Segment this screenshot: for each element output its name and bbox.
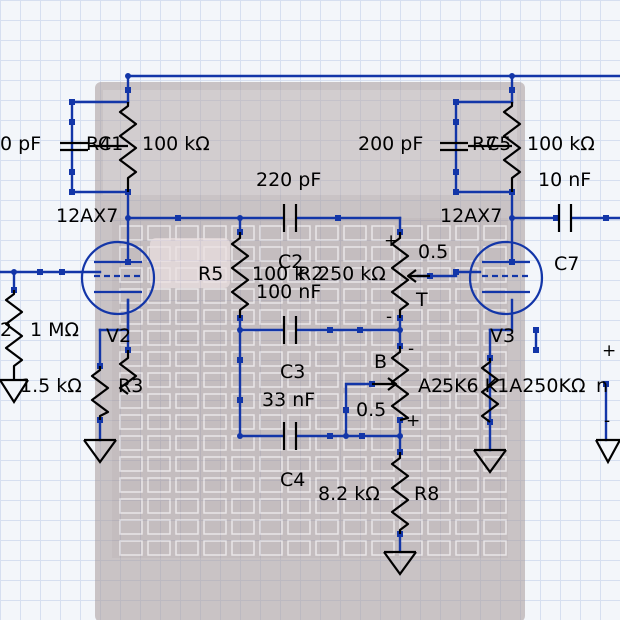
wire-handle[interactable] — [237, 357, 243, 363]
wire-handle[interactable] — [327, 433, 333, 439]
wire-handle[interactable] — [453, 269, 459, 275]
right-plus-label: + — [602, 341, 616, 361]
r5-value-label: 100 k — [252, 263, 305, 285]
r7-value-label: 100 kΩ — [527, 133, 595, 155]
wire-handle[interactable] — [37, 269, 43, 275]
wire-handle[interactable] — [175, 215, 181, 221]
capacitor-c3[interactable] — [282, 316, 298, 344]
r2-terminal-t-label: T — [415, 289, 428, 311]
capacitor-c1[interactable] — [60, 141, 128, 152]
r8-value-label: 8.2 kΩ — [318, 483, 380, 505]
wire-handle[interactable] — [603, 381, 609, 387]
c4-name-label: C4 — [280, 469, 305, 491]
tube-v3[interactable] — [468, 240, 544, 316]
component-labels: 0 pF R4 C1 100 kΩ 200 pF R7 C5 100 kΩ 10… — [0, 133, 616, 505]
resistor-r5[interactable] — [230, 232, 250, 318]
a2-name-label: A2 — [418, 375, 443, 397]
wire-handle[interactable] — [359, 433, 365, 439]
c1-value-label: 0 pF — [0, 133, 41, 155]
ground-r3 — [83, 438, 117, 464]
r5-name-label: R5 — [198, 263, 223, 285]
wire-handle[interactable] — [603, 215, 609, 221]
capacitor-c4[interactable] — [282, 422, 298, 450]
c2-top-value-label: 220 pF — [256, 169, 321, 191]
right-minus-label: - — [604, 411, 610, 431]
ground-left — [0, 378, 29, 405]
v3-name-label: V3 — [490, 325, 515, 347]
r8-name-label: R8 — [414, 483, 439, 505]
wire-handle[interactable] — [343, 407, 349, 413]
c2-value-label: 100 nF — [256, 281, 321, 303]
r3-value-label: 1.5 kΩ — [20, 375, 82, 397]
wire-handle[interactable] — [453, 99, 459, 105]
resistor-grid-left[interactable] — [4, 290, 24, 380]
a2-plus-label: + — [406, 411, 420, 431]
a2-minus-label: - — [408, 339, 414, 359]
r3-name-label: R3 — [118, 375, 143, 397]
ground-symbols — [0, 378, 620, 576]
wire-handle[interactable] — [453, 189, 459, 195]
c2-name-label: C2 — [278, 251, 303, 273]
resistor-r8[interactable] — [390, 452, 410, 534]
a2-position-label: 0.5 — [356, 399, 386, 421]
wire-handle[interactable] — [125, 87, 131, 93]
v2-name-label: V2 — [106, 325, 131, 347]
r2-position-label: 0.5 — [418, 241, 448, 263]
wire-handle[interactable] — [69, 99, 75, 105]
c5-value-label: 200 pF — [358, 133, 423, 155]
wire-handle[interactable] — [533, 347, 539, 353]
capacitor-c7[interactable] — [557, 204, 573, 232]
capacitor-c5[interactable] — [440, 141, 512, 152]
ground-r8 — [383, 550, 417, 576]
amplifier-background-image — [95, 82, 525, 620]
c3-value-label: 33 nF — [262, 389, 315, 411]
wire-handle[interactable] — [509, 87, 515, 93]
wire-handle[interactable] — [453, 169, 459, 175]
wire-handle[interactable] — [357, 327, 363, 333]
wire-handle[interactable] — [69, 169, 75, 175]
r2-value-label: 250 kΩ — [318, 263, 386, 285]
c1-name-label: C1 — [98, 133, 123, 155]
wire-handle[interactable] — [69, 119, 75, 125]
r7-name-label: R7 — [472, 133, 497, 155]
c3-name-label: C3 — [280, 361, 305, 383]
resistor-v3-cathode[interactable] — [480, 358, 500, 423]
c5-name-label: C5 — [486, 133, 511, 155]
capacitor-c2[interactable] — [282, 204, 298, 232]
c7-value-label: 10 nF — [538, 169, 591, 191]
wire-handle[interactable] — [533, 327, 539, 333]
wire-handle[interactable] — [237, 397, 243, 403]
r4-name-label: R4 — [86, 133, 111, 155]
ground-v3 — [473, 448, 507, 474]
grid-resistor-left-label: 2 — [0, 319, 12, 341]
v2-type-label: 12AX7 — [56, 205, 118, 227]
r2-plus-label: + — [384, 231, 398, 251]
resistor-r3[interactable] — [90, 366, 110, 420]
wire-handle[interactable] — [453, 119, 459, 125]
v3-type-label: 12AX7 — [440, 205, 502, 227]
right-edge-label: n — [596, 375, 608, 397]
wire-handle[interactable] — [327, 327, 333, 333]
potentiometer-a2[interactable] — [372, 346, 410, 422]
r2-name-label: R2 — [298, 263, 323, 285]
wire-handle[interactable] — [553, 215, 559, 221]
resistor-r7[interactable] — [502, 102, 522, 192]
resistor-left-edge[interactable] — [118, 350, 138, 395]
resistor-r4[interactable] — [118, 102, 138, 192]
c7-name-label: C7 — [554, 253, 579, 275]
potentiometer-r2[interactable] — [390, 232, 430, 318]
grid-resistor-value-label: 1 MΩ — [30, 319, 79, 341]
wire-handle[interactable] — [69, 189, 75, 195]
a2-terminal-b-label: B — [374, 351, 387, 373]
a2-overlap-label: 5K6 K1A250KΩ — [442, 375, 585, 397]
wire-handle[interactable] — [59, 269, 65, 275]
wire-handle[interactable] — [335, 215, 341, 221]
r2-minus-label: - — [386, 307, 392, 327]
ground-right — [595, 438, 620, 465]
r4-value-label: 100 kΩ — [142, 133, 210, 155]
tube-v2[interactable] — [80, 240, 156, 316]
junction-dots — [11, 73, 515, 439]
